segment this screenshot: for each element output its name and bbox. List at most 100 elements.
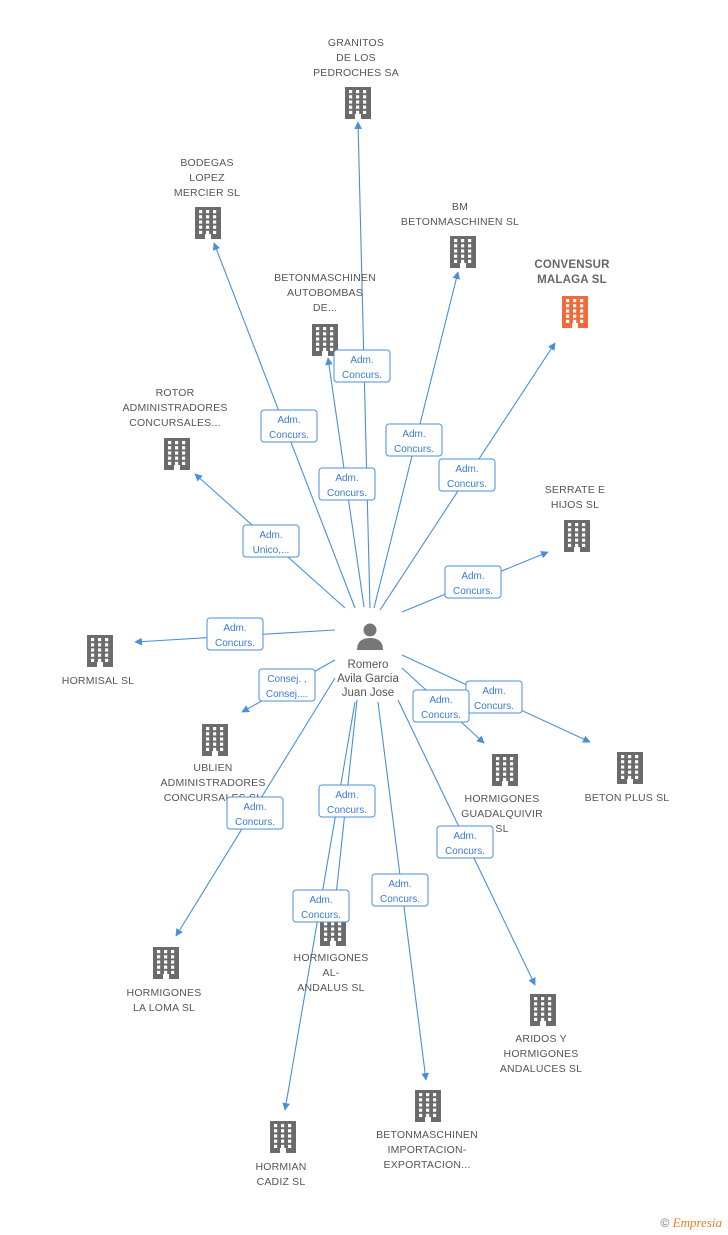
company-label-line: EXPORTACION...: [383, 1159, 470, 1171]
company-label-line: HORMIGONES: [465, 793, 540, 805]
edge-label-box: [333, 349, 391, 383]
edge-label-text: Adm.: [402, 429, 425, 440]
edge-label-box: [318, 467, 376, 501]
company-node-cadiz[interactable]: HORMIAN CADIZ SL: [256, 1121, 307, 1188]
company-label: GRANITOS DE LOS PEDROCHES SA: [313, 37, 399, 79]
building-icon: [617, 752, 643, 784]
company-label-line: CONVENSUR: [534, 259, 610, 271]
edge-label-box: [242, 524, 300, 558]
edge-label-hormisal[interactable]: Adm.Concurs.: [206, 617, 264, 651]
edge-label-box: [258, 668, 316, 702]
edge-label-text: Concurs.: [421, 710, 461, 721]
edge-label-convensur[interactable]: Adm.Concurs.: [438, 458, 496, 492]
building-icon: [87, 635, 113, 667]
edge-label-ublien[interactable]: Consej. , Consej....: [258, 668, 316, 702]
company-label-line: CADIZ SL: [257, 1176, 306, 1188]
edge-label-text: Unico,...: [253, 545, 290, 556]
building-icon: [312, 324, 338, 356]
edge-label-bodegas[interactable]: Adm.Concurs.: [260, 409, 318, 443]
edge-label-text: Consej....: [266, 689, 308, 700]
company-label-line: ADMINISTRADORES: [160, 777, 265, 789]
company-label-line: UBLIEN: [193, 762, 232, 774]
copyright-symbol: ©: [660, 1216, 670, 1230]
edge-label-text: Concurs.: [394, 444, 434, 455]
company-label-line: ADMINISTRADORES: [122, 402, 227, 414]
person-icon: [357, 623, 383, 650]
edge-label-text: Adm.: [243, 802, 266, 813]
company-label-line: HORMIAN: [256, 1161, 307, 1173]
building-icon: [270, 1121, 296, 1153]
edge-label-text: Consej. ,: [267, 674, 306, 685]
edge-label-text: Adm.: [482, 686, 505, 697]
company-node-bodegas[interactable]: BODEGAS LOPEZ MERCIER SL: [174, 157, 240, 239]
edge-label-text: Concurs.: [327, 488, 367, 499]
company-node-hormisal[interactable]: HORMISAL SL: [62, 635, 134, 687]
company-label-line: CONCURSALES...: [129, 417, 221, 429]
edge-label-aridos[interactable]: Adm.Concurs.: [436, 825, 494, 859]
edge-label-guadalquivir[interactable]: Adm. Concurs.: [412, 689, 470, 723]
edge-label-granitos[interactable]: Adm. Concurs.: [333, 349, 391, 383]
company-label-line: BODEGAS: [180, 157, 233, 169]
edge-label-text: Concurs.: [474, 701, 514, 712]
edge-label-box: [206, 617, 264, 651]
edge-label-laloma[interactable]: Adm.Concurs.: [226, 796, 284, 830]
edge-label-text: Adm.: [223, 623, 246, 634]
building-icon: [202, 724, 228, 756]
company-label-line: ANDALUS SL: [297, 982, 364, 994]
company-label-line: MERCIER SL: [174, 187, 240, 199]
edge-label-alandalus[interactable]: Adm.Concurs.: [318, 784, 376, 818]
company-label-line: DE LOS: [336, 52, 376, 64]
edge-label-rotor[interactable]: Adm.Unico,...: [242, 524, 300, 558]
edge-label-text: Concurs.: [269, 430, 309, 441]
edge-label-box: [260, 409, 318, 443]
company-node-betonplus[interactable]: BETON PLUS SL: [585, 752, 670, 804]
edge-label-serrate[interactable]: Adm.Concurs.: [444, 565, 502, 599]
company-label-line: AL-: [323, 967, 340, 979]
edge-label-text: Concurs.: [445, 846, 485, 857]
edge-label-autobombas[interactable]: Adm. Concurs.: [318, 467, 376, 501]
edge-label-text: Adm.: [350, 355, 373, 366]
company-label: HORMISAL SL: [62, 675, 134, 687]
building-icon: [564, 520, 590, 552]
company-node-granitos[interactable]: GRANITOS DE LOS PEDROCHES SA: [313, 37, 399, 119]
company-label-line: GUADALQUIVIR: [461, 808, 543, 820]
company-node-convensur[interactable]: CONVENSUR MALAGA SL: [534, 259, 610, 328]
edge-label-betonplus[interactable]: Adm. Concurs.: [465, 680, 523, 714]
edge-label-box: [438, 458, 496, 492]
company-label-line: MALAGA SL: [537, 274, 607, 286]
edge-label-bm[interactable]: Adm. Concurs.: [385, 423, 443, 457]
building-icon: [195, 207, 221, 239]
company-label-line: SL: [495, 823, 508, 835]
nodes-layer: GRANITOS DE LOS PEDROCHES SA BODEGAS LOPEZ ME…: [62, 37, 670, 1188]
building-icon: [164, 438, 190, 470]
person-name-line: Avila Garcia: [337, 673, 399, 685]
company-label-line: PEDROCHES SA: [313, 67, 399, 79]
edge-label-text: Adm.: [335, 473, 358, 484]
edge-label-text: Concurs.: [447, 479, 487, 490]
edge-label-cadiz[interactable]: Adm.Concurs.: [292, 889, 350, 923]
company-label-line: IMPORTACION-: [387, 1144, 466, 1156]
company-label-line: ANDALUCES SL: [500, 1063, 582, 1075]
company-label-line: LOPEZ: [189, 172, 225, 184]
edge-label-box: [318, 784, 376, 818]
edge-label-importacion[interactable]: Adm.Concurs.: [371, 873, 429, 907]
edge-label-text: Concurs.: [342, 370, 382, 381]
company-node-guadalquivir[interactable]: HORMIGONES GUADALQUIVIR SL: [461, 754, 543, 835]
company-label-line: GRANITOS: [328, 37, 384, 49]
edge-label-text: Adm.: [429, 695, 452, 706]
